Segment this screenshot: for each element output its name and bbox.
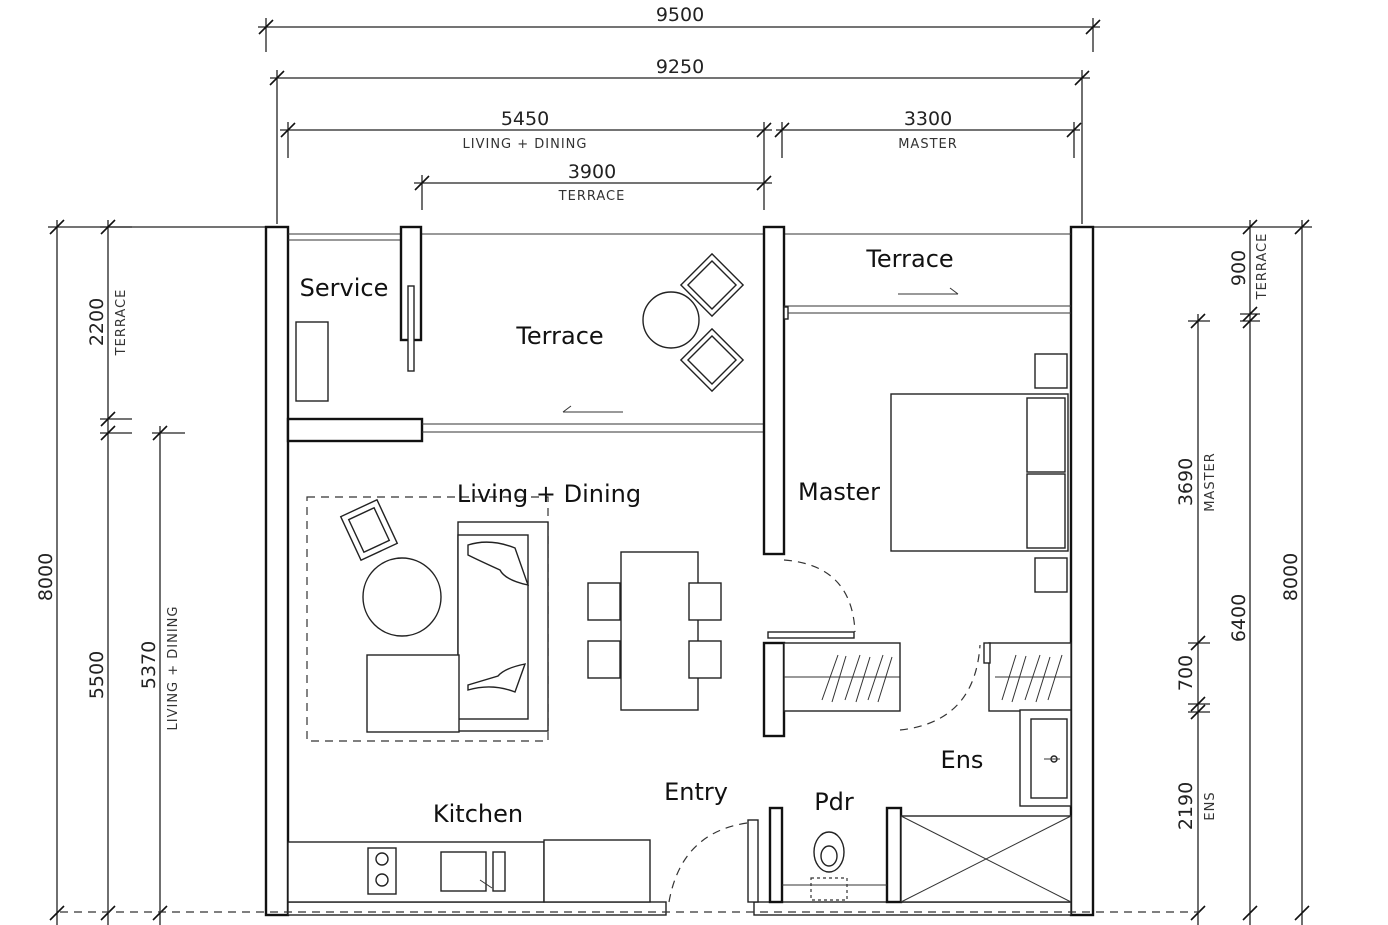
dim-left-terrace-label: TERRACE — [114, 289, 129, 357]
dim-left-overall: 8000 — [35, 553, 57, 601]
dim-left-living-label: LIVING + DINING — [166, 606, 181, 731]
ensuite-fixtures — [900, 718, 1072, 903]
dim-left-terrace: 2200 — [86, 298, 108, 346]
living-furniture — [306, 496, 549, 742]
dim-overall-outer: 9500 — [656, 4, 704, 26]
room-label-kitchen: Kitchen — [433, 800, 523, 828]
right-dimension-lines — [1085, 219, 1312, 925]
kitchen-counter — [287, 839, 651, 903]
dim-right-master-label: MASTER — [1203, 452, 1218, 512]
room-label-ensuite: Ens — [941, 746, 984, 774]
sliding-arrows — [562, 287, 959, 413]
dim-terrace-label: TERRACE — [558, 189, 626, 204]
dim-right-master: 3690 — [1175, 458, 1197, 506]
dim-right-ensuite: 2190 — [1175, 782, 1197, 830]
room-label-master-terrace: Terrace — [865, 245, 953, 273]
dim-right-ensuite-label: ENS — [1203, 791, 1218, 820]
room-label-master: Master — [798, 478, 880, 506]
wardrobe-hangers — [821, 654, 1063, 703]
dim-living-dining-width: 5450 — [501, 108, 549, 130]
master-bed — [890, 353, 1069, 593]
dim-master-width: 3300 — [904, 108, 952, 130]
door-swings — [668, 559, 991, 903]
dining-set — [587, 551, 722, 711]
terrace-table-set — [642, 252, 745, 393]
walls — [264, 225, 1095, 917]
left-dimension-lines — [48, 219, 265, 925]
dim-master-label: MASTER — [898, 137, 958, 152]
room-label-service: Service — [300, 274, 389, 302]
top-dimension-lines — [258, 18, 1101, 224]
dim-right-overall: 8000 — [1280, 553, 1302, 601]
room-label-living-dining: Living + Dining — [457, 480, 641, 508]
room-label-entry: Entry — [664, 778, 728, 806]
dim-right-terrace-label: TERRACE — [1255, 233, 1270, 301]
dim-right-terrace: 900 — [1228, 250, 1250, 286]
room-label-terrace: Terrace — [515, 322, 603, 350]
dim-right-wardrobe: 700 — [1175, 655, 1197, 691]
dim-left-living: 5370 — [138, 641, 160, 689]
room-label-powder: Pdr — [814, 788, 854, 816]
dim-living-dining-label: LIVING + DINING — [463, 137, 588, 152]
powder-toilet — [810, 831, 848, 901]
dim-left-lower: 5500 — [86, 651, 108, 699]
dim-right-lower: 6400 — [1228, 594, 1250, 642]
service-laundry-unit — [295, 321, 329, 402]
dim-overall-inner: 9250 — [656, 56, 704, 78]
dim-terrace-width: 3900 — [568, 161, 616, 183]
